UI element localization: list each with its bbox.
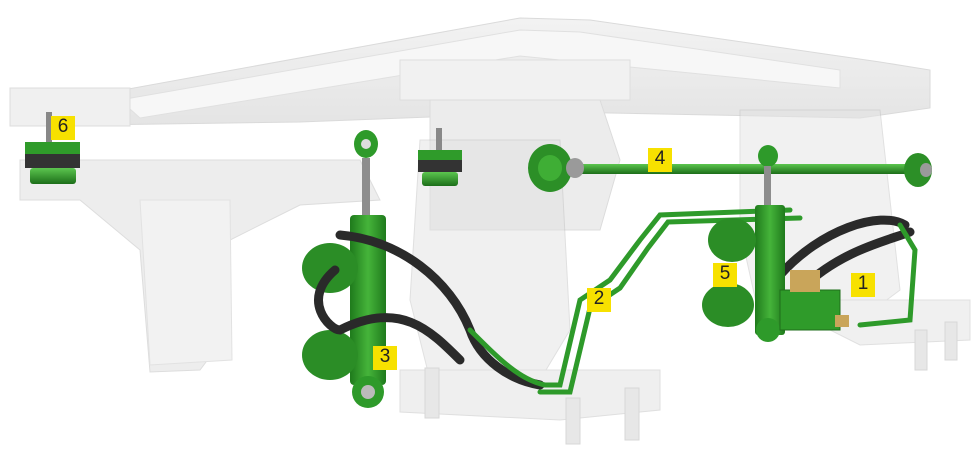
valve-block: [779, 270, 849, 331]
panhard-rod: [528, 144, 932, 192]
left-rubber-mount: [25, 112, 80, 184]
right-hydraulic-cylinder: [702, 145, 785, 342]
middle-rubber-mount: [418, 128, 462, 186]
callout-label-6: 6: [51, 116, 75, 140]
callout-label-5: 5: [713, 263, 737, 287]
callout-label-1: 1: [851, 273, 875, 297]
sub-frame: [19, 109, 971, 445]
callout-label-2: 2: [587, 288, 611, 312]
callout-label-4: 4: [648, 148, 672, 172]
hydraulic-pipes: [467, 207, 918, 395]
left-hydraulic-cylinder: [302, 130, 386, 408]
callout-label-3: 3: [373, 346, 397, 370]
